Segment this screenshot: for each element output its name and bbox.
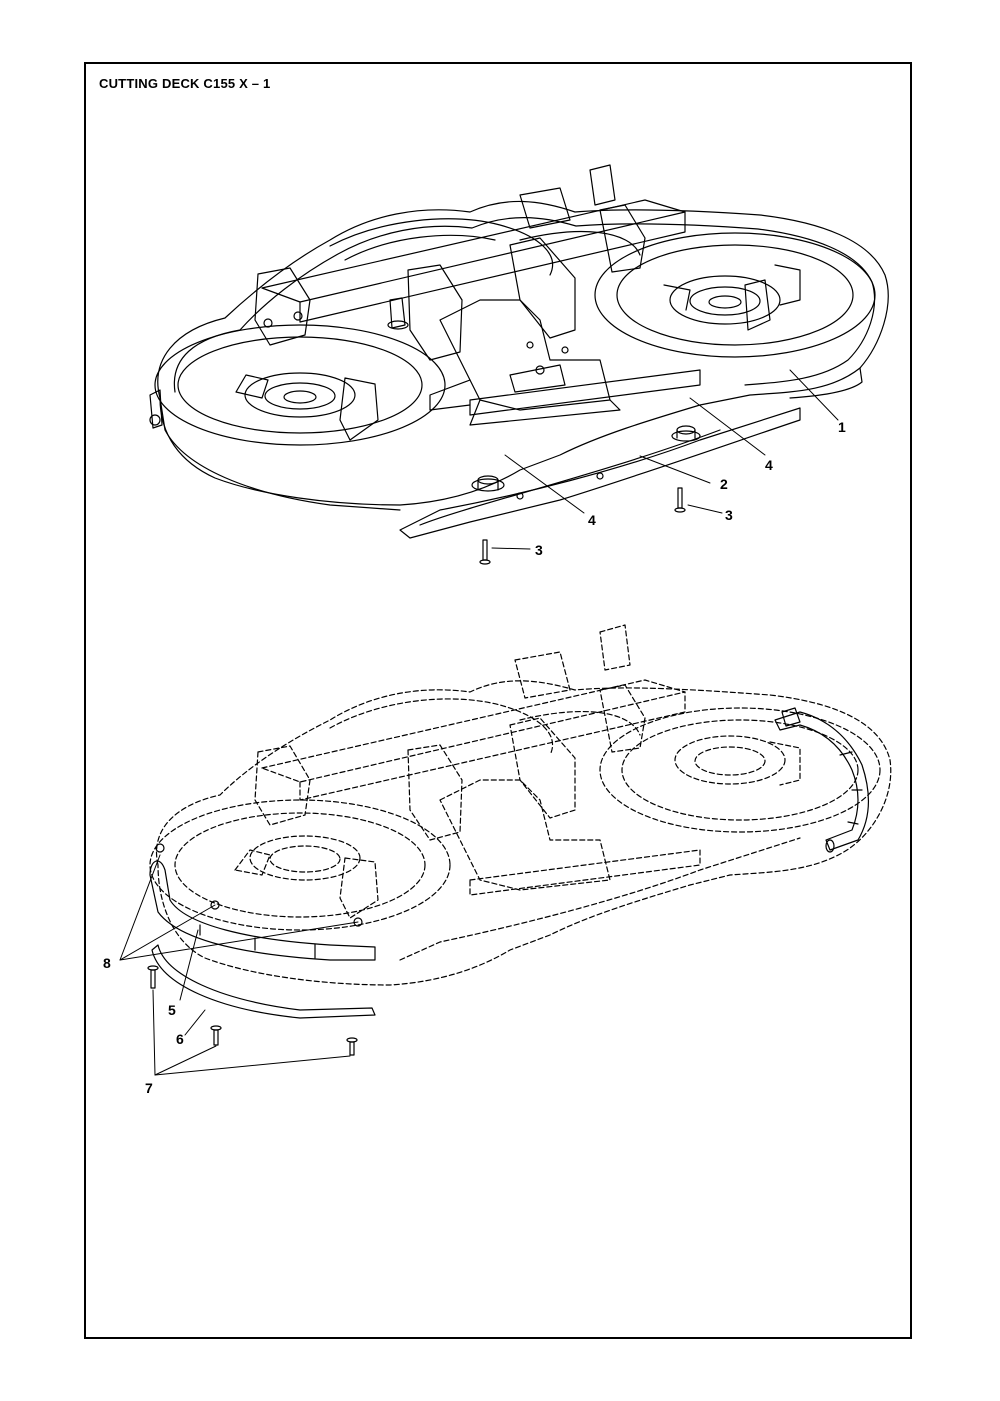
callout-4b: 4 xyxy=(588,512,596,528)
callout-3a: 3 xyxy=(725,507,733,523)
screw-part-3a xyxy=(674,487,686,513)
callout-3b: 3 xyxy=(535,542,543,558)
bumper-right xyxy=(774,707,869,853)
callout-labels: 1 4 2 3 4 3 8 5 6 7 xyxy=(103,419,846,1096)
leader-lines-upper xyxy=(491,369,839,550)
callout-4a: 4 xyxy=(765,457,773,473)
callout-1: 1 xyxy=(838,419,846,435)
callout-7: 7 xyxy=(145,1080,153,1096)
cutting-deck-housing xyxy=(149,200,889,511)
cutting-deck-phantom xyxy=(149,624,892,986)
strip-part-6 xyxy=(151,944,376,1019)
screw-part-3b xyxy=(479,539,491,565)
callout-8: 8 xyxy=(103,955,111,971)
deck-frame-lift-bar xyxy=(254,164,701,426)
bumper-part-5 xyxy=(149,843,376,961)
screw-part-7 xyxy=(147,965,358,1056)
baffle-part-2 xyxy=(399,407,801,539)
callout-2: 2 xyxy=(720,476,728,492)
leader-lines-lower xyxy=(119,854,359,1076)
callout-6: 6 xyxy=(176,1031,184,1047)
callout-5: 5 xyxy=(168,1002,176,1018)
drawing-frame xyxy=(84,62,912,1339)
page-title: CUTTING DECK C155 X – 1 xyxy=(99,76,271,91)
